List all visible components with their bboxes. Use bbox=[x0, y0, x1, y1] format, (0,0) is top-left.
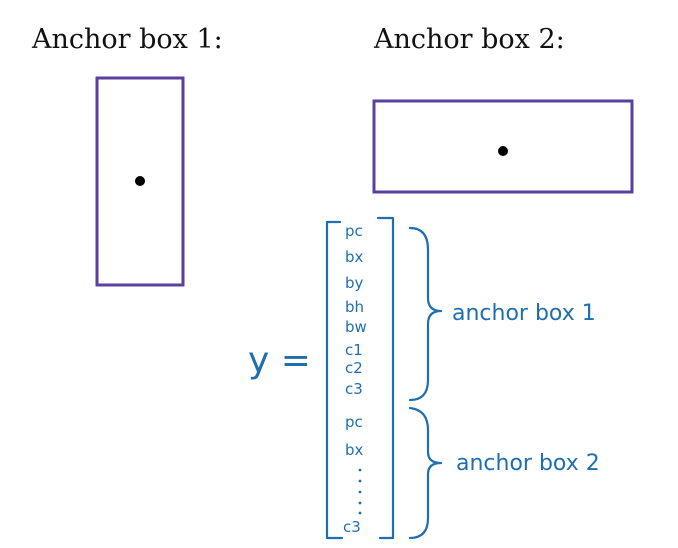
vector-right-bracket bbox=[376, 216, 395, 540]
entry-by-1: by bbox=[345, 274, 364, 292]
group-2-curly-brace bbox=[408, 406, 443, 540]
entry-bx-1: bx bbox=[345, 248, 364, 266]
anchor-box-2-center-dot bbox=[498, 146, 508, 156]
ellipsis-dot bbox=[358, 479, 362, 483]
entry-bh-1: bh bbox=[345, 298, 364, 316]
entry-c3-1: c3 bbox=[345, 380, 363, 398]
group-2-label: anchor box 2 bbox=[456, 451, 600, 476]
entry-c2: c2 bbox=[345, 359, 363, 377]
ellipsis-dot bbox=[358, 511, 362, 515]
anchor-box-1-center-dot bbox=[135, 176, 145, 186]
entry-bw-1: bw bbox=[345, 318, 367, 336]
group-1-label: anchor box 1 bbox=[452, 301, 596, 326]
entry-c3-2: c3 bbox=[343, 518, 361, 536]
group-2-entries: pc bx c3 bbox=[343, 413, 364, 536]
entry-pc-2: pc bbox=[345, 413, 363, 431]
vector-left-bracket bbox=[325, 220, 344, 540]
anchor-box-2-title: Anchor box 2: bbox=[374, 24, 565, 55]
anchor-box-1-rectangle bbox=[95, 76, 185, 287]
entry-bx-2: bx bbox=[345, 441, 364, 459]
anchor-box-1-title: Anchor box 1: bbox=[32, 24, 223, 55]
y-equals-label: y = bbox=[248, 340, 311, 381]
y-equals-text: y = bbox=[248, 340, 311, 381]
ellipsis-dot bbox=[358, 501, 362, 505]
ellipsis-dot bbox=[358, 490, 362, 494]
entry-pc-1: pc bbox=[345, 222, 363, 240]
group-1-entries: pc bx by bh bw c1 c2 c3 bbox=[345, 222, 367, 398]
anchor-box-2-rectangle bbox=[372, 99, 634, 194]
group-1-curly-brace bbox=[408, 226, 443, 402]
ellipsis-dot bbox=[358, 468, 362, 472]
entry-c1: c1 bbox=[345, 341, 363, 359]
